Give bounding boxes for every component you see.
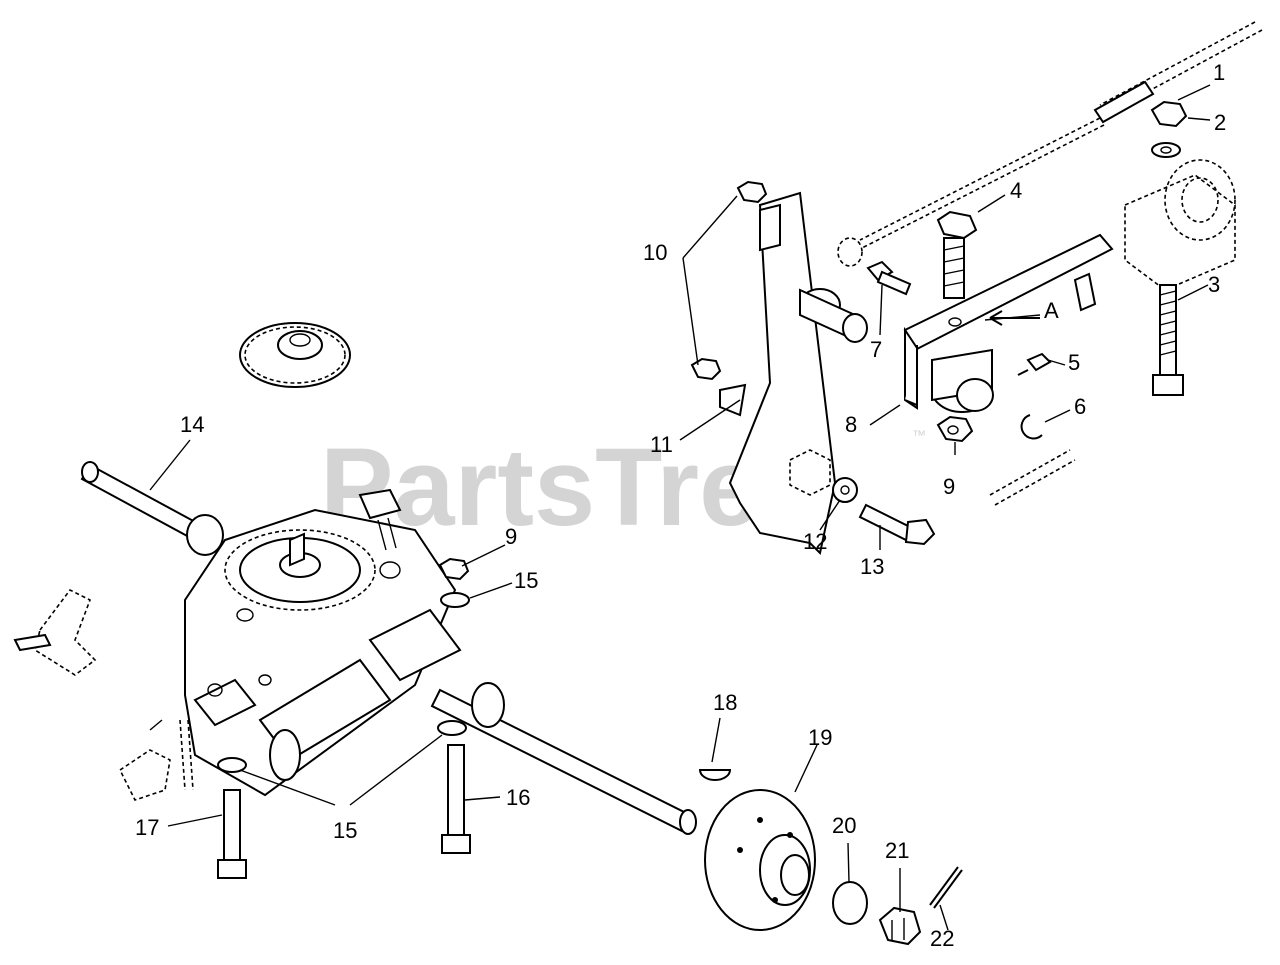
callout-18: 18: [713, 690, 737, 715]
part-10-nuts: [690, 180, 768, 381]
part-13-bolt: [858, 503, 936, 546]
part-15-washer-left: [217, 757, 247, 773]
callout-17: 17: [135, 815, 159, 840]
callout-15-upper: 15: [514, 568, 538, 593]
part-2-nut: [1150, 100, 1188, 158]
part-19-hub: [704, 789, 816, 931]
callout-10: 10: [643, 240, 667, 265]
callout-9-upper: 9: [943, 474, 955, 499]
fitting-upper: [358, 488, 402, 551]
part-7-bolt: [866, 260, 912, 296]
part-9-nut-upper: [936, 415, 974, 443]
spring: [989, 449, 1076, 506]
part-17-bolt: [217, 789, 247, 879]
axle-right: [430, 682, 697, 835]
callout-a: A: [1044, 298, 1059, 323]
callout-5: 5: [1068, 350, 1080, 375]
callout-1: 1: [1213, 60, 1225, 85]
callout-2: 2: [1214, 110, 1226, 135]
part-22-cotter-pin: [929, 866, 963, 909]
callout-16: 16: [506, 785, 530, 810]
part-16-bolt: [441, 744, 471, 854]
callout-4: 4: [1010, 178, 1022, 203]
callout-21: 21: [885, 838, 909, 863]
part-9-nut-middle: [438, 557, 470, 608]
callout-9-middle: 9: [505, 524, 517, 549]
part-11-lever: [719, 191, 868, 556]
transaxle-housing: [184, 508, 462, 797]
leader-lines: [149, 84, 1211, 931]
callout-3: 3: [1208, 272, 1220, 297]
callout-19: 19: [808, 725, 832, 750]
callout-8: 8: [845, 412, 857, 437]
callout-13: 13: [860, 554, 884, 579]
shift-lever-part: [13, 588, 97, 676]
part-4-bolt: [936, 210, 978, 299]
control-cable: [837, 21, 1263, 267]
callout-22: 22: [930, 926, 954, 951]
callout-20: 20: [832, 813, 856, 838]
callout-14: 14: [180, 412, 204, 437]
part-6-clip: [1020, 414, 1043, 440]
part-3-bracket-bolt: [1124, 159, 1236, 396]
callout-7: 7: [870, 337, 882, 362]
spur-gear: [239, 322, 351, 388]
watermark-trademark: ™: [912, 427, 926, 443]
part-18-key: [698, 769, 732, 781]
part-8-bracket: [903, 233, 1114, 413]
callout-6: 6: [1074, 394, 1086, 419]
part-5-screw: [1017, 352, 1052, 376]
small-parts-left: [118, 719, 194, 801]
part-12-bushing: [789, 449, 858, 503]
callout-12: 12: [803, 529, 827, 554]
part-21-castle-nut: [878, 906, 922, 946]
part-20-washer: [832, 881, 868, 925]
callout-11: 11: [650, 432, 673, 457]
callout-15-lower: 15: [333, 818, 357, 843]
part-14-axle-left: [80, 461, 224, 556]
part-15-washer-right: [437, 720, 467, 736]
arrow-a: [989, 310, 1040, 326]
